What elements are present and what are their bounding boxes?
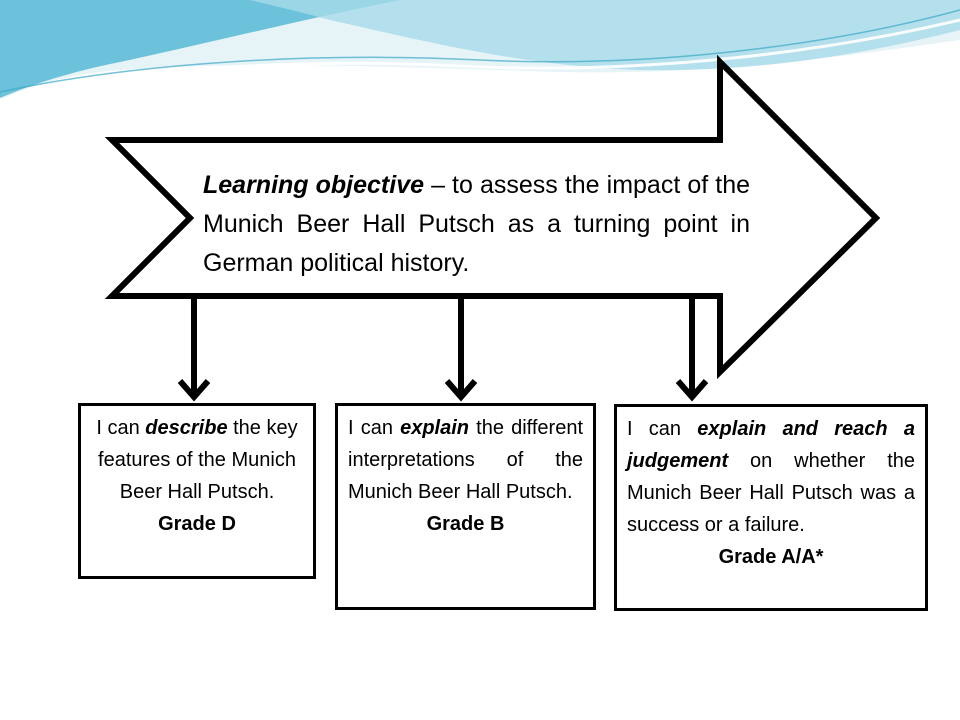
grade-d-box: I can describe the key features of the M… <box>78 403 316 579</box>
grade-b-statement: I can explain the different interpretati… <box>348 417 583 503</box>
grade-b-label: Grade B <box>426 513 505 535</box>
grade-d-label: Grade D <box>158 513 236 535</box>
grade-a-box: I can explain and reach a judgement on w… <box>614 404 928 611</box>
connector-arrow-grade-b <box>444 296 478 402</box>
wave-highlight <box>0 18 960 102</box>
objective-arrow <box>104 54 881 380</box>
learning-objective: Learning objective – to assess the impac… <box>203 166 750 283</box>
grade-a-statement: I can explain and reach a judgement on w… <box>627 418 915 536</box>
grade-a-label: Grade A/A* <box>718 546 824 568</box>
grade-d-verb: describe <box>145 417 228 439</box>
grade-d-statement: I can describe the key features of the M… <box>96 417 298 503</box>
wave-line <box>0 9 960 93</box>
grade-a-verb: explain and reach a judgement <box>627 418 915 472</box>
grade-b-box: I can explain the different interpretati… <box>335 403 596 610</box>
connector-arrow-grade-d <box>177 293 211 402</box>
wave-band-dark <box>0 0 400 98</box>
learning-objective-heading: Learning objective <box>203 171 425 199</box>
connector-arrow-grade-a <box>675 296 709 402</box>
learning-objective-text: – to assess the impact of the Munich Bee… <box>203 171 751 277</box>
header-wave <box>0 0 960 102</box>
grade-b-verb: explain <box>400 417 470 439</box>
